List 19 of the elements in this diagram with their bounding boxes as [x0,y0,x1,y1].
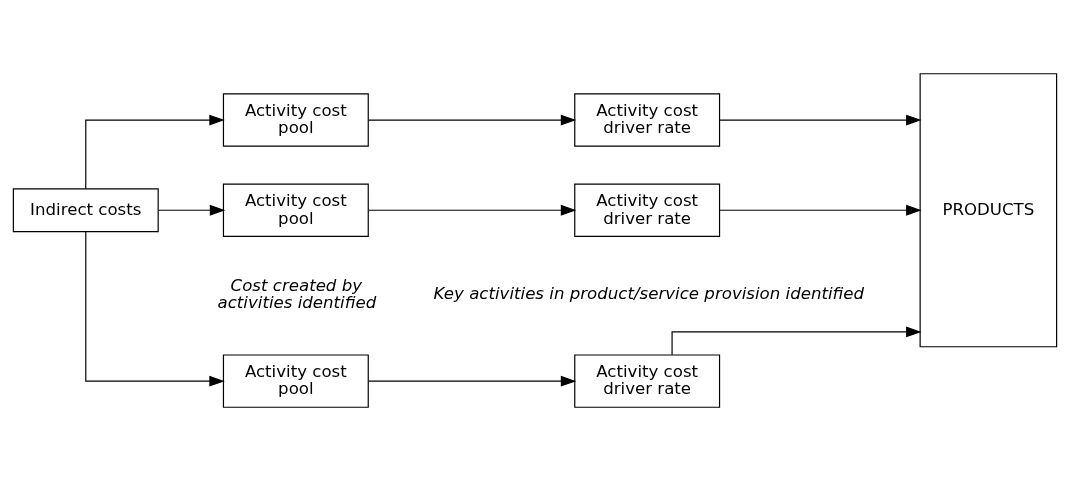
arrow [719,114,922,125]
arrow [368,114,577,125]
arrow [368,375,577,387]
node-box: Activity cost pool [222,183,369,237]
arrow [368,204,577,216]
node-box: Indirect costs [12,187,159,232]
arrow [671,326,922,355]
node-box: Activity cost pool [222,92,369,147]
arrow [85,114,225,189]
label: Cost created by activities identified [217,275,377,312]
node-box: Activity cost driver rate [574,183,721,237]
node-box: Activity cost driver rate [574,353,721,408]
arrow [719,204,922,216]
node-box: PRODUCTS [919,72,1058,347]
arrow [85,230,225,387]
node-box: Activity cost driver rate [574,92,721,147]
label: Key activities in product/service provision identified [433,283,865,303]
node-box: Activity cost pool [222,353,369,408]
arrow [158,204,226,216]
